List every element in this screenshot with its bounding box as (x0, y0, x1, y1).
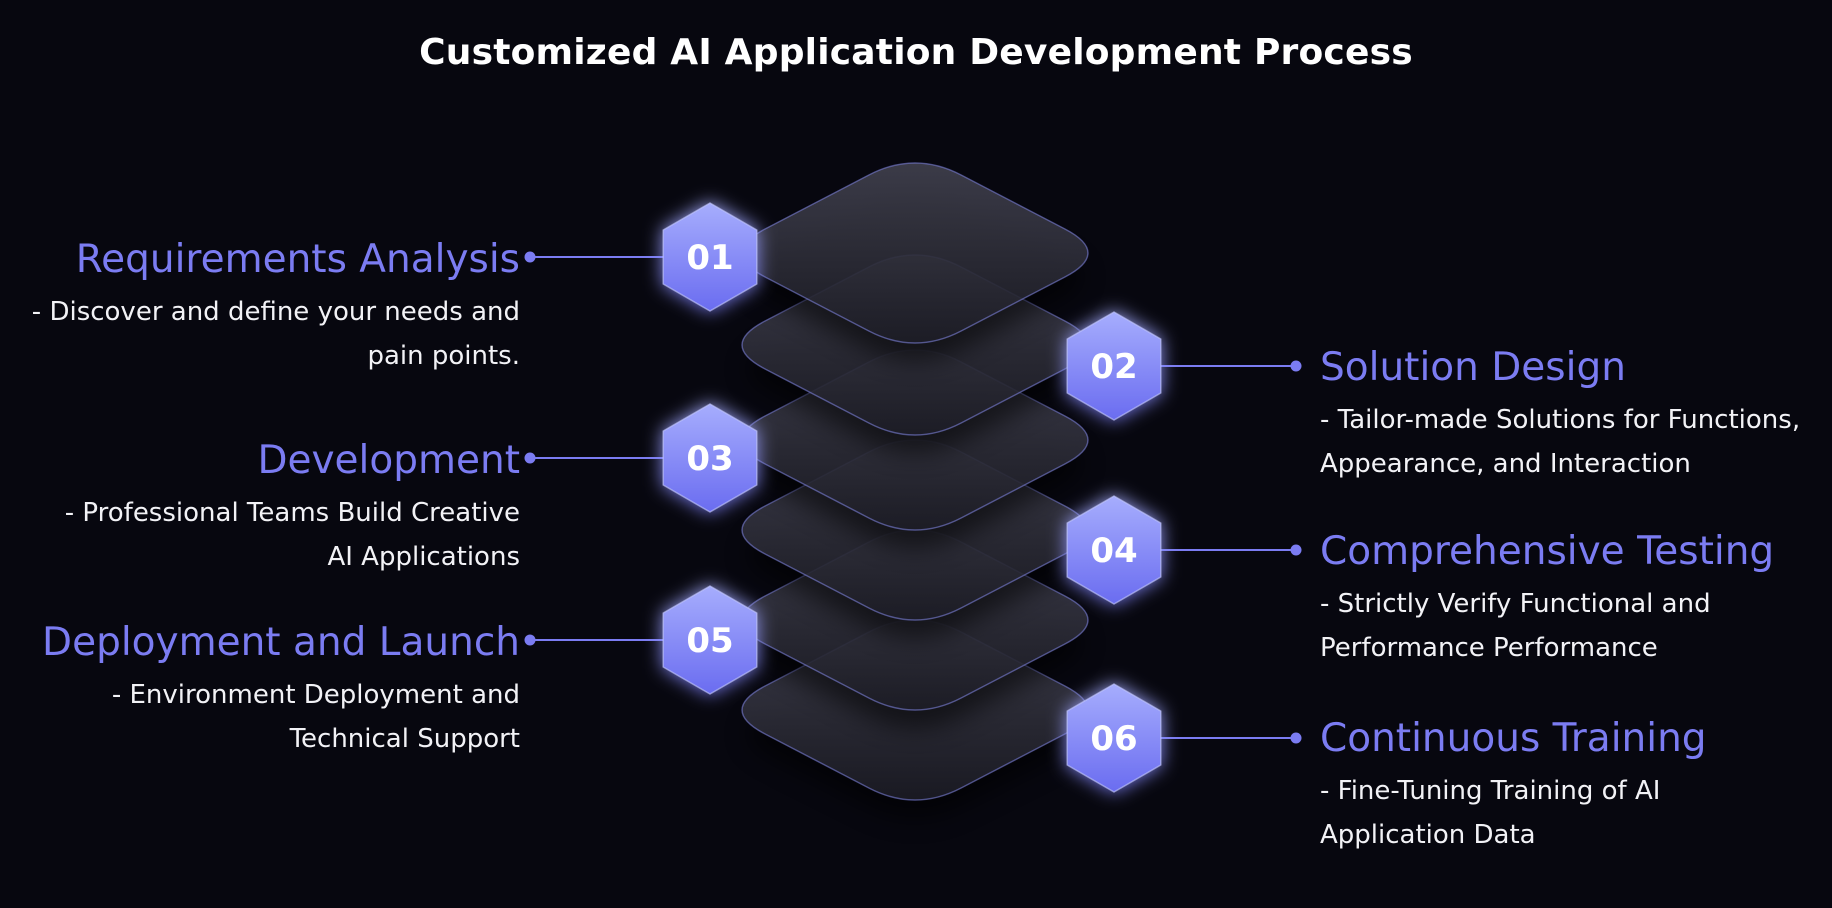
step-description: - Professional Teams Build Creative AI A… (0, 491, 520, 579)
step-badge-hexagon (1066, 683, 1162, 793)
step-description-line: - Strictly Verify Functional and (1320, 589, 1711, 619)
step-number: 06 (1090, 719, 1137, 759)
step-title: Development (257, 438, 520, 483)
step-badge-hexagon (1066, 311, 1162, 421)
connector-dot (524, 251, 536, 263)
step-number: 02 (1090, 347, 1137, 387)
page-title: Customized AI Application Development Pr… (419, 32, 1413, 73)
step-description-line: Application Data (1320, 820, 1536, 850)
connector-dot (524, 452, 536, 464)
step-description: - Strictly Verify Functional and Perform… (1320, 582, 1832, 670)
step-development: Development - Professional Teams Build C… (0, 437, 520, 579)
connector-dot (1290, 544, 1302, 556)
step-deployment-and-launch: Deployment and Launch - Environment Depl… (0, 619, 520, 761)
step-description: - Environment Deployment and Technical S… (0, 673, 520, 761)
step-description-line: - Environment Deployment and (111, 680, 520, 710)
connector-dot (1290, 732, 1302, 744)
step-description-line: - Fine-Tuning Training of AI (1320, 776, 1661, 806)
step-badge-hexagon (1066, 495, 1162, 605)
step-description-line: - Tailor-made Solutions for Functions, (1320, 405, 1801, 435)
step-description: - Discover and define your needs and pai… (0, 290, 520, 378)
step-badge-hexagon (662, 202, 758, 312)
step-badge-hexagon (662, 403, 758, 513)
step-description-line: - Discover and define your needs and (31, 297, 520, 327)
step-number: 03 (686, 439, 733, 479)
step-solution-design: Solution Design - Tailor-made Solutions … (1320, 344, 1832, 486)
step-title: Requirements Analysis (75, 237, 520, 282)
step-description-line: - Professional Teams Build Creative (64, 498, 520, 528)
step-title: Comprehensive Testing (1320, 529, 1775, 574)
step-title: Solution Design (1320, 345, 1626, 390)
step-description-line: Performance Performance (1320, 633, 1658, 663)
step-number: 04 (1090, 531, 1137, 571)
step-title: Continuous Training (1320, 716, 1707, 761)
step-description-line: pain points. (367, 341, 520, 371)
connector-dot (524, 634, 536, 646)
step-title: Deployment and Launch (42, 620, 520, 665)
connector-dot (1290, 360, 1302, 372)
step-description-line: Technical Support (289, 724, 520, 754)
step-badge-hexagon (662, 585, 758, 695)
step-description-line: Appearance, and Interaction (1320, 449, 1691, 479)
step-description-line: AI Applications (327, 542, 520, 572)
step-number: 05 (686, 621, 733, 661)
step-number: 01 (686, 238, 733, 278)
step-description: - Fine-Tuning Training of AI Application… (1320, 769, 1832, 857)
step-continuous-training: Continuous Training - Fine-Tuning Traini… (1320, 715, 1832, 857)
step-description: - Tailor-made Solutions for Functions, A… (1320, 398, 1832, 486)
step-comprehensive-testing: Comprehensive Testing - Strictly Verify … (1320, 528, 1832, 670)
step-requirements-analysis: Requirements Analysis - Discover and def… (0, 236, 520, 378)
